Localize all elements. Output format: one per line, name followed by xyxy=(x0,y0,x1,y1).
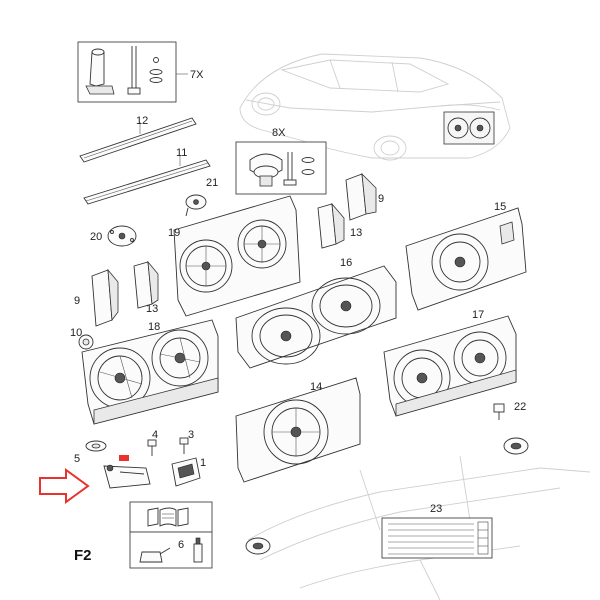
pointer-arrow-icon xyxy=(39,468,90,504)
part-21-clip[interactable] xyxy=(185,194,207,217)
part-18-fan-shroud[interactable] xyxy=(81,319,219,425)
callout-13-left: 13 xyxy=(146,303,158,315)
part-12-seal-strip[interactable] xyxy=(79,117,197,163)
part-22-bolt[interactable] xyxy=(493,403,505,420)
highlighted-part-bracket[interactable] xyxy=(103,455,151,489)
part-1-resistor-module[interactable] xyxy=(171,457,201,487)
callout-4: 4 xyxy=(152,429,158,441)
callout-23: 23 xyxy=(430,503,442,515)
callout-16: 16 xyxy=(340,257,352,269)
callout-22: 22 xyxy=(514,401,526,413)
callout-13-upper: 13 xyxy=(350,227,362,239)
callout-18: 18 xyxy=(148,321,160,333)
callout-17: 17 xyxy=(472,309,484,321)
part-19-fan-shroud[interactable] xyxy=(173,195,301,317)
part-13-bracket-upper[interactable] xyxy=(317,202,345,249)
part-3-screw[interactable] xyxy=(179,437,189,454)
part-8-mount-kit-inset[interactable] xyxy=(235,141,327,195)
vehicle-outline xyxy=(239,53,511,161)
callout-5: 5 xyxy=(74,453,80,465)
callout-1: 1 xyxy=(200,457,206,469)
subframe-mount xyxy=(245,437,529,555)
figure-label: F2 xyxy=(74,547,92,564)
callout-9-left: 9 xyxy=(74,295,80,307)
part-10-grommet[interactable] xyxy=(78,334,94,350)
subframe-outline xyxy=(247,455,591,600)
part-5-grommet[interactable] xyxy=(85,440,107,452)
callout-7: 7X xyxy=(190,69,204,81)
part-23-warning-label[interactable] xyxy=(381,517,493,559)
service-manual-box xyxy=(129,501,213,533)
oil-can-icon xyxy=(139,547,171,563)
callout-10: 10 xyxy=(70,327,82,339)
spray-bottle-icon xyxy=(193,537,203,563)
part-16-fan-shroud[interactable] xyxy=(235,265,397,369)
part-11-seal-strip[interactable] xyxy=(83,159,211,205)
callout-6: 6 xyxy=(178,539,184,551)
callout-21: 21 xyxy=(206,177,218,189)
part-9-bracket-upper[interactable] xyxy=(345,172,377,221)
part-6-consumables-box[interactable] xyxy=(129,531,213,569)
service-manual-icon xyxy=(147,507,189,527)
callout-15: 15 xyxy=(494,201,506,213)
callout-14: 14 xyxy=(310,381,322,393)
callout-19: 19 xyxy=(168,227,180,239)
part-15-fan-shroud[interactable] xyxy=(405,207,527,311)
callout-8: 8X xyxy=(272,127,286,139)
highlighted-fan-location xyxy=(443,111,495,145)
callout-9-upper: 9 xyxy=(378,193,384,205)
part-20-motor-flange[interactable] xyxy=(107,225,137,247)
callout-11: 11 xyxy=(176,147,187,159)
part-17-fan-shroud[interactable] xyxy=(383,315,517,417)
part-13-bracket-left[interactable] xyxy=(133,260,159,309)
callout-12: 12 xyxy=(136,115,148,127)
part-9-bracket-left[interactable] xyxy=(91,268,119,327)
part-14-fan-shroud[interactable] xyxy=(235,377,361,483)
callout-3: 3 xyxy=(188,429,194,441)
part-4-screw[interactable] xyxy=(147,439,157,456)
callout-20: 20 xyxy=(90,231,102,243)
part-7-bracket-kit-inset[interactable] xyxy=(77,41,177,103)
